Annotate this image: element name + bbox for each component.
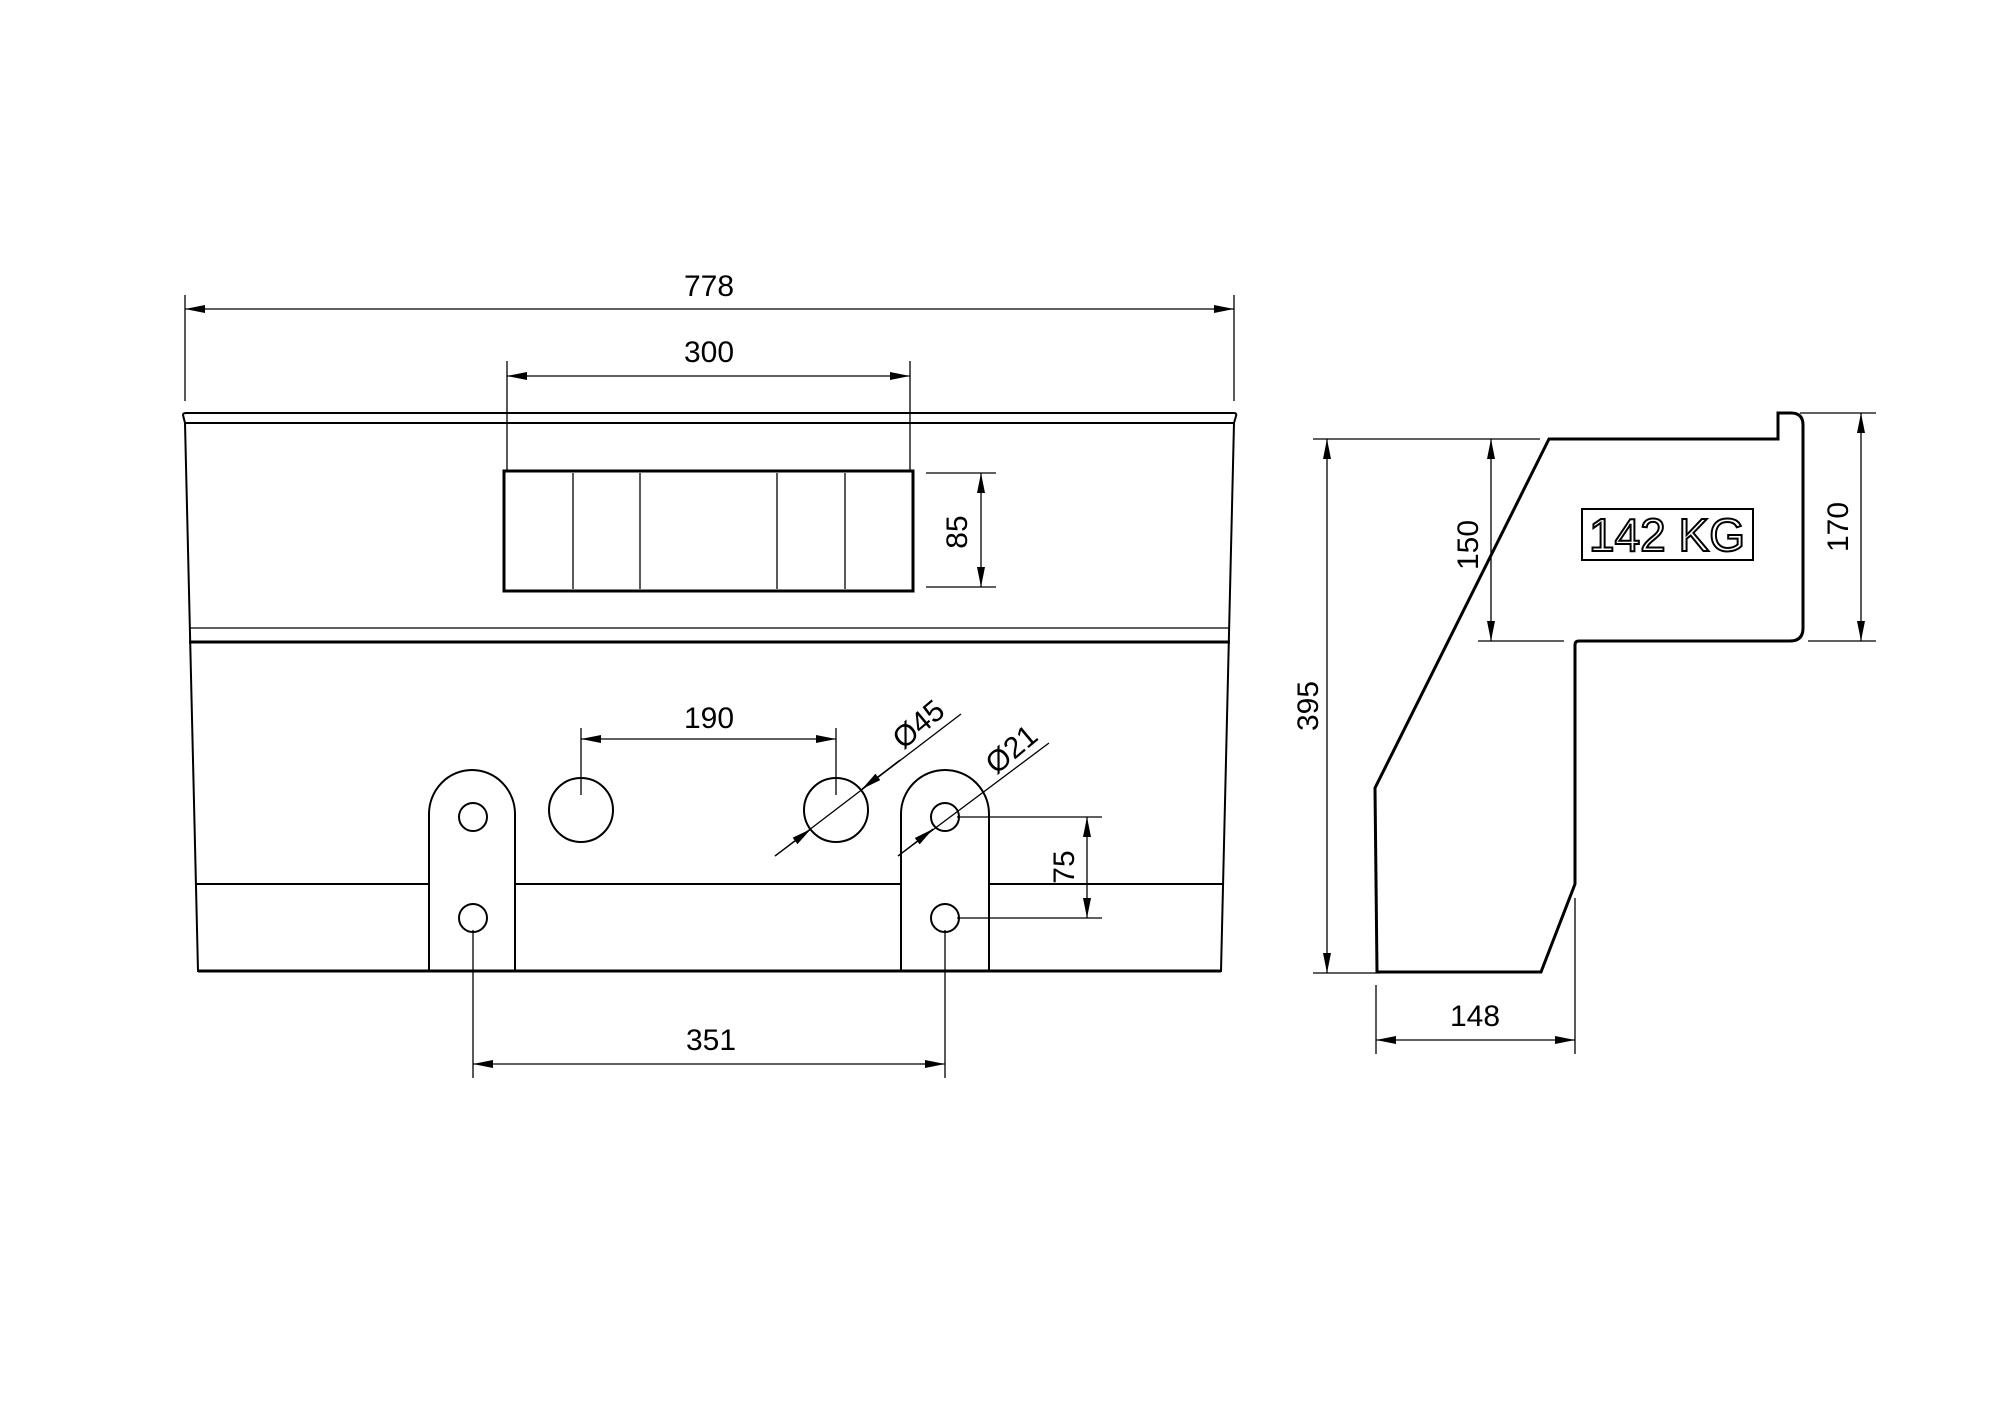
dim-hole-spacing: 190: [580, 702, 837, 795]
lug-hole: [930, 903, 960, 933]
lug-hole: [458, 802, 488, 832]
front-view: 778 300 85 190 Ø45 Ø21: [181, 270, 1238, 1078]
lug-hole: [930, 802, 960, 832]
dim-window-height: 85: [926, 472, 996, 588]
dim-upper-height: 150: [1452, 439, 1564, 642]
dim-lug-spacing: 351: [472, 930, 946, 1078]
top-window: [502, 469, 915, 593]
dim-hook-height: 170: [1800, 412, 1876, 642]
weight-label: 142 KG: [1581, 508, 1754, 562]
dim-label: 300: [684, 336, 734, 369]
dim-label: 190: [684, 702, 734, 735]
right-lug: [900, 769, 990, 971]
dim-label: 150: [1452, 520, 1485, 570]
left-lug: [428, 769, 516, 971]
dim-lug-hole-spacing: 75: [957, 816, 1102, 919]
dim-label: 85: [941, 515, 974, 548]
dim-large-hole-diameter: Ø45: [774, 694, 962, 857]
weight-text: 142 KG: [1589, 509, 1745, 561]
top-plate: [181, 412, 1238, 424]
dim-label: 395: [1292, 681, 1325, 731]
lug-hole: [458, 903, 488, 933]
dim-label: 75: [1048, 850, 1081, 883]
dim-overall-height: 395: [1292, 438, 1540, 974]
body-outline: [184, 422, 1235, 972]
dim-label: 351: [686, 1024, 736, 1057]
side-profile: [1373, 411, 1805, 974]
dim-overall-width: 778: [184, 270, 1235, 401]
side-view: 142 KG 395 150 170 148: [1292, 411, 1876, 1054]
dim-window-width: 300: [506, 336, 911, 471]
dim-bottom-depth: 148: [1375, 898, 1576, 1054]
dim-label: 170: [1822, 502, 1855, 552]
dim-label: 778: [684, 270, 734, 303]
dim-label: 148: [1450, 1000, 1500, 1033]
